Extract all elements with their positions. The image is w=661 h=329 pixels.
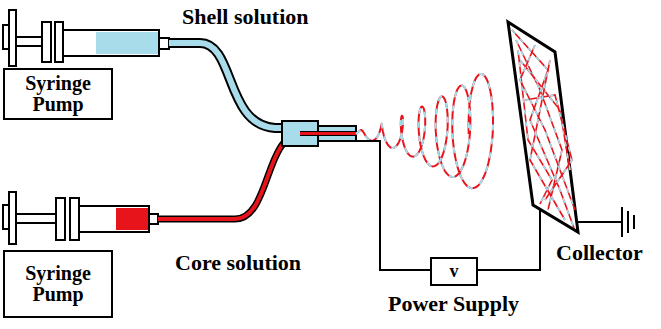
fiber: [530, 60, 565, 220]
ground-symbol: [633, 215, 635, 229]
shell-tube-outline: [169, 43, 284, 128]
collector-label: Collector: [556, 240, 643, 266]
core-fluid: [116, 208, 148, 230]
core-needle: [300, 132, 356, 135]
box-label: v: [450, 262, 459, 281]
plunger-rod: [16, 214, 56, 223]
syringe-tip: [159, 38, 169, 49]
solution-label: Shell solution: [182, 4, 309, 30]
collector-frame: [508, 22, 578, 232]
plunger-head: [55, 22, 63, 62]
shell-syringe: [3, 10, 169, 66]
voltage-source-box: vPower Supply: [430, 257, 478, 286]
fiber: [512, 30, 574, 228]
box-caption: Power Supply: [388, 292, 519, 315]
syringe-pump-box: Syringe Pump: [3, 250, 113, 318]
box-label: Syringe Pump: [9, 263, 107, 305]
fiber-jet-line: [356, 74, 493, 188]
solution-label: Core solution: [175, 250, 301, 276]
ground-symbol: [627, 211, 629, 233]
fiber: [530, 60, 565, 220]
power-wire: [345, 141, 431, 270]
syringe-barrel: [79, 206, 149, 232]
ground-wire: [576, 221, 622, 223]
plunger-head: [70, 198, 79, 240]
core-syringe: [3, 192, 158, 244]
plunger-rod: [16, 37, 42, 46]
syringe-barrel: [63, 30, 159, 56]
deposited-fibers: [512, 30, 575, 228]
core-needle-outline: [300, 131, 356, 136]
fiber-jet: [356, 74, 493, 188]
plunger-plate: [9, 10, 16, 66]
ground-symbol: [621, 207, 623, 237]
shell-tube: [169, 43, 284, 128]
plunger-head: [56, 198, 65, 240]
fiber-jet-line: [356, 74, 493, 188]
fiber: [512, 30, 574, 228]
syringe-tip: [149, 214, 158, 224]
shell-fluid: [96, 32, 158, 54]
box-label: Syringe Pump: [9, 73, 107, 115]
plunger-plate: [9, 192, 16, 244]
power-wire: [477, 209, 540, 270]
syringe-pump-box: Syringe Pump: [3, 68, 113, 120]
plunger-head: [42, 22, 51, 62]
